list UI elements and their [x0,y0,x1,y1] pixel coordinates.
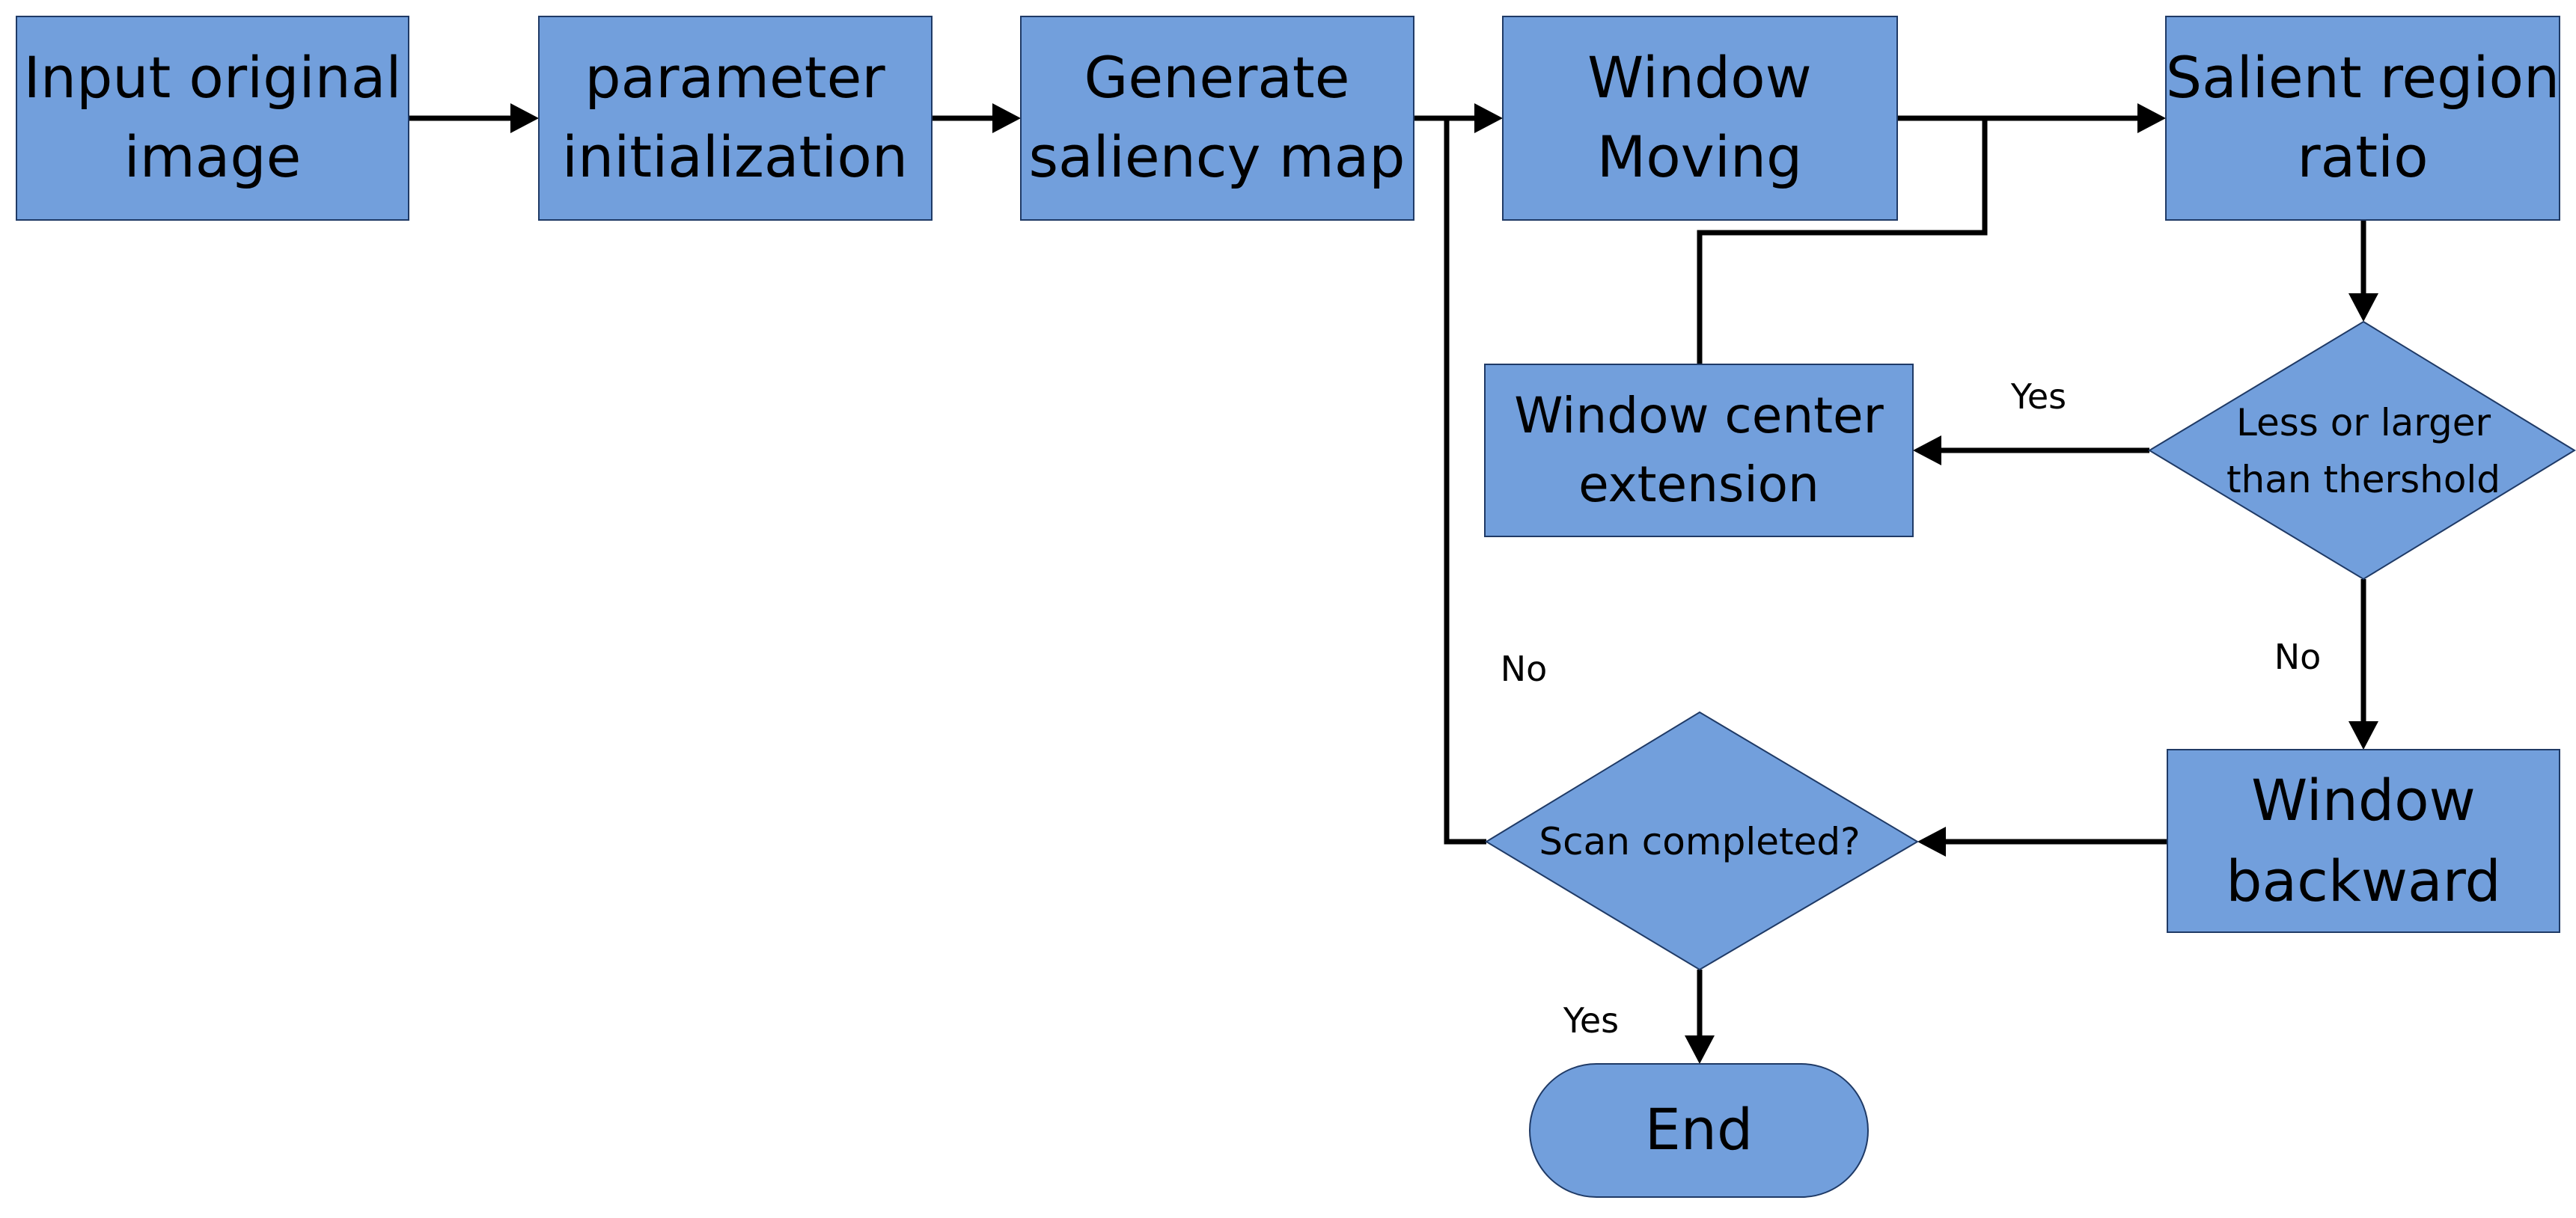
arrowhead-backward [2348,721,2378,750]
node-generate-saliency-map: Generate saliency map [1020,16,1414,221]
node-label-line: Moving [1597,123,1803,190]
arrowhead-threshold [2348,293,2378,322]
node-label-line: extension [1578,456,1819,513]
node-window-moving: Window Moving [1502,16,1898,221]
edge-label-scan-yes: Yes [1563,1000,1619,1041]
node-label-line: Generate [1084,44,1350,111]
node-label-line: initialization [562,123,908,190]
arrowhead-center-ext [1913,435,1941,465]
node-label-line: saliency map [1028,123,1405,190]
edge-scan-no-loop [1444,118,1486,845]
node-label-line: End [1645,1096,1753,1163]
node-label-line: Less or larger [2236,401,2491,444]
node-window-center-extension: Window center extension [1484,364,1914,537]
node-window-backward: Window backward [2167,749,2560,933]
node-label-line: Window [2251,767,2476,833]
node-label-line: Salient region [2166,44,2560,111]
node-label-line: backward [2226,848,2501,914]
edge-center-ext-loop [1697,118,1988,364]
node-end-terminator: End [1529,1063,1869,1198]
node-scan-completed-decision: Scan completed? [1485,711,1919,971]
arrowhead-moving [1474,103,1503,133]
node-salient-region-ratio: Salient region ratio [2165,16,2560,221]
node-input-original-image: Input original image [16,16,409,221]
arrowhead-saliency [992,103,1021,133]
node-threshold-decision: Less or larger than thershold [2148,320,2576,581]
node-label-line: image [124,123,302,190]
edge-label-threshold-no: No [2274,637,2322,677]
arrowhead-ratio [2137,103,2166,133]
arrowhead-scan [1917,827,1946,857]
node-label-line: than thershold [2226,458,2500,501]
node-label-line: Window [1587,44,1812,111]
node-label-line: Input original [23,44,401,111]
edge-label-scan-no: No [1501,649,1548,689]
node-parameter-initialization: parameter initialization [538,16,933,221]
arrowhead-param [510,103,539,133]
node-label-line: Window center [1514,387,1884,444]
connectors [409,103,2378,1064]
node-label-line: Scan completed? [1539,820,1860,863]
arrowhead-end [1685,1035,1715,1064]
node-label-line: parameter [585,44,885,111]
edge-label-threshold-yes: Yes [2010,376,2066,417]
node-label-line: ratio [2297,123,2428,190]
